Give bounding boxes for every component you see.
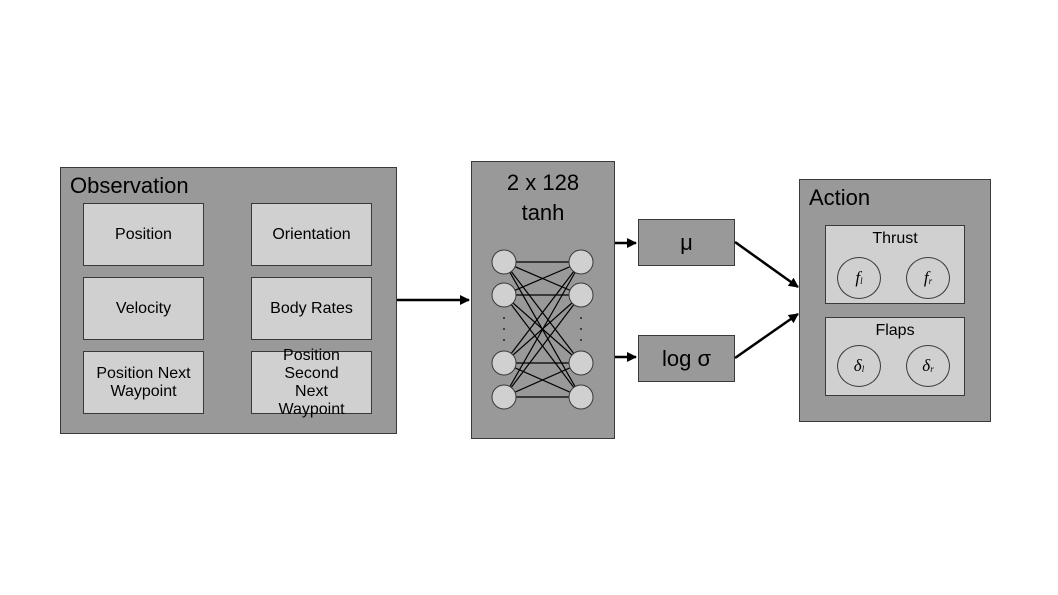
network-node-layer-1 [491,249,517,275]
network-title-line1: 2 x 128 [506,170,580,195]
network-nodes [491,249,594,410]
observation-velocity: Velocity [83,277,204,340]
flaps-right-base: δ [922,356,931,375]
ellipsis-dot [503,339,505,341]
flaps-title: Flaps [875,322,915,339]
network-edge [503,261,582,364]
observation-panel: Observation Position Orientation Velocit… [60,167,397,434]
observation-velocity-label: Velocity [115,299,172,317]
ellipsis-dot [503,328,505,330]
observation-position-second-next-waypoint: Position Second Next Waypoint [251,347,372,418]
observation-position-second-next-waypoint-label: Position Second Next Waypoint [278,346,345,418]
network-title-line2: tanh [521,200,565,225]
observation-title: Observation [70,173,189,198]
network-edge [503,261,582,296]
observation-body-rates: Body Rates [251,277,372,340]
network-edge [503,294,582,398]
flaps-left-base: δ [853,356,862,375]
network-node-layer-1 [491,282,517,308]
arrow-mu-to-action [734,240,799,289]
thrust-left-sub: l [860,276,863,286]
observation-orientation-label: Orientation [272,225,351,243]
flaps-right-sub: r [930,364,934,374]
network-node-layer-1 [491,350,517,376]
thrust-right-sub: r [928,276,933,286]
thrust-left-base: f [855,268,861,287]
thrust-title: Thrust [872,230,918,247]
mu-label: μ [680,229,693,255]
ellipsis-dot [503,317,505,319]
observation-position-next-waypoint: Position Next Waypoint [83,351,204,414]
network-node-layer-2 [568,249,594,275]
observation-body-rates-label: Body Rates [270,299,353,317]
network-edge [503,261,582,398]
observation-position-next-waypoint-label: Position Next Waypoint [96,364,191,400]
ellipsis-dot [580,317,582,319]
mu-output: μ [638,219,735,266]
network-node-layer-1 [491,384,517,410]
network-node-layer-2 [568,350,594,376]
network-edges [503,261,582,398]
arrow-log-sigma-to-action [734,312,799,360]
network-title: 2 x 128 tanh [472,168,614,228]
log-sigma-label: log σ [661,345,712,371]
action-title: Action [809,185,871,210]
thrust-right-base: f [923,268,929,287]
log-sigma-output: log σ [638,335,735,382]
flaps-left-sub: l [861,364,865,374]
observation-orientation: Orientation [251,203,372,266]
observation-position: Position [83,203,204,266]
ellipsis-dot [580,339,582,341]
network-node-layer-2 [568,282,594,308]
observation-position-label: Position [115,225,172,243]
network-edge [503,362,582,398]
network-node-layer-2 [568,384,594,410]
network-ellipsis [503,317,582,341]
ellipsis-dot [580,328,582,330]
